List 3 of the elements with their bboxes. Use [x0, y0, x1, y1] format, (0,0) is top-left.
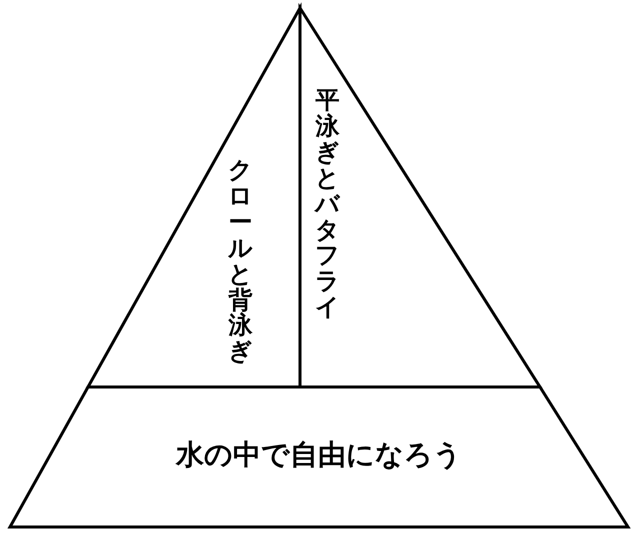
section-label: 水の中で自由になろう [174, 441, 463, 469]
section-label: 平泳ぎとバタフライ [315, 88, 340, 322]
section-label: クロールと背泳ぎ [228, 158, 254, 366]
